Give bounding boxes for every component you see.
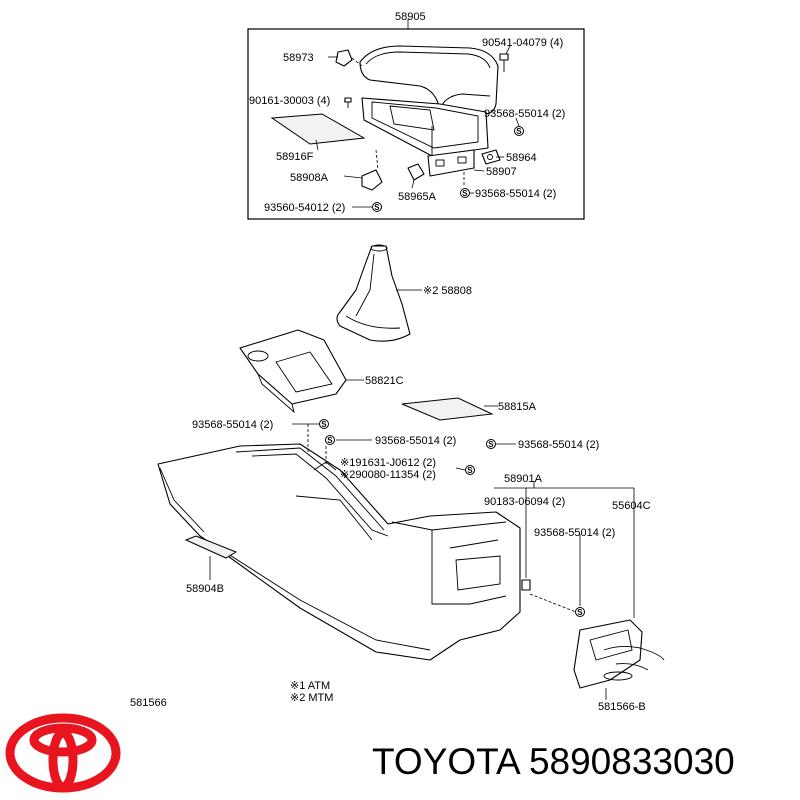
label-93568-e: 93568-55014 (2) [518,439,599,451]
label-290080: ※290080-11354 (2) [340,469,436,481]
legend-atm: ※1 ATM [290,680,330,692]
label-93560: 93560-54012 (2) [264,202,345,214]
label-58821c: 58821C [365,375,404,387]
svg-text:S: S [577,608,583,617]
label-93568-f: 93568-55014 (2) [534,527,615,539]
hinge-58965a [407,163,425,181]
fastener-s-icon: S [460,188,470,198]
latch-58964 [481,149,501,165]
fastener-s-icon: S [514,126,524,136]
label-93568-c: 93568-55014 (2) [192,419,273,431]
label-90161: 90161-30003 (4) [249,95,330,107]
label-58916f: 58916F [276,151,314,163]
label-90183: 90183-06094 (2) [484,496,565,508]
armrest-lid [359,45,499,115]
label-58964: 58964 [506,152,537,164]
label-58901a: 58901A [504,473,543,485]
label-581566: 581566 [130,697,167,709]
screw-90161 [344,97,352,108]
cup-holder-55604c [573,619,665,689]
svg-text:S: S [488,440,494,449]
label-58907: 58907 [486,166,517,178]
inset-frame [247,28,585,220]
fastener-s-icon: S [319,419,329,429]
shift-bezel-58821c [239,329,347,414]
label-90541: 90541-04079 (4) [482,37,563,49]
fastener-s-icon: S [372,202,382,212]
label-group-title: 58905 [395,11,426,23]
clip-58973 [335,49,353,67]
part-number: 5890833030 [528,741,735,782]
svg-text:S: S [462,189,468,198]
console-box [361,97,489,157]
bracket-58907 [427,149,475,177]
label-55604c: 55604C [612,500,651,512]
label-191631: ※191631-J0612 (2) [340,457,436,469]
fastener-s-icon: S [575,607,585,617]
legend-mtm: ※2 MTM [290,692,333,704]
shift-boot-58808 [336,244,411,342]
label-93568-a: 93568-55014 (2) [484,108,565,120]
label-581566-b: 581566-B [598,701,646,713]
fastener-s-icon: S [465,465,475,475]
mat-58815a [401,397,494,421]
armrest-inset: 58905 [247,11,585,220]
svg-text:S: S [321,420,327,429]
console-body-58901a [157,443,521,661]
screw-90541 [499,53,509,72]
svg-text:S: S [467,466,473,475]
clip-90183 [521,579,531,591]
label-58815a: 58815A [498,401,537,413]
hinge-58908a [361,169,383,191]
cover-58904b [184,535,238,559]
label-58908a: 58908A [290,172,329,184]
brand-name: TOYOTA [372,741,519,782]
fastener-s-icon: S [486,439,496,449]
label-58904b: 58904B [186,583,224,595]
label-58965a: 58965A [398,191,437,203]
svg-text:S: S [374,203,380,212]
svg-text:S: S [327,436,333,445]
brand-caption: TOYOTA 5890833030 [372,732,792,792]
toyota-logo-icon [5,713,121,793]
svg-text:S: S [516,127,522,136]
label-93568-d: 93568-55014 (2) [375,435,456,447]
label-58808: ※2 58808 [423,285,472,297]
mat-58916f [270,113,366,145]
label-93568-b: 93568-55014 (2) [475,188,556,200]
label-58973: 58973 [283,52,314,64]
fastener-s-icon: S [325,435,335,445]
